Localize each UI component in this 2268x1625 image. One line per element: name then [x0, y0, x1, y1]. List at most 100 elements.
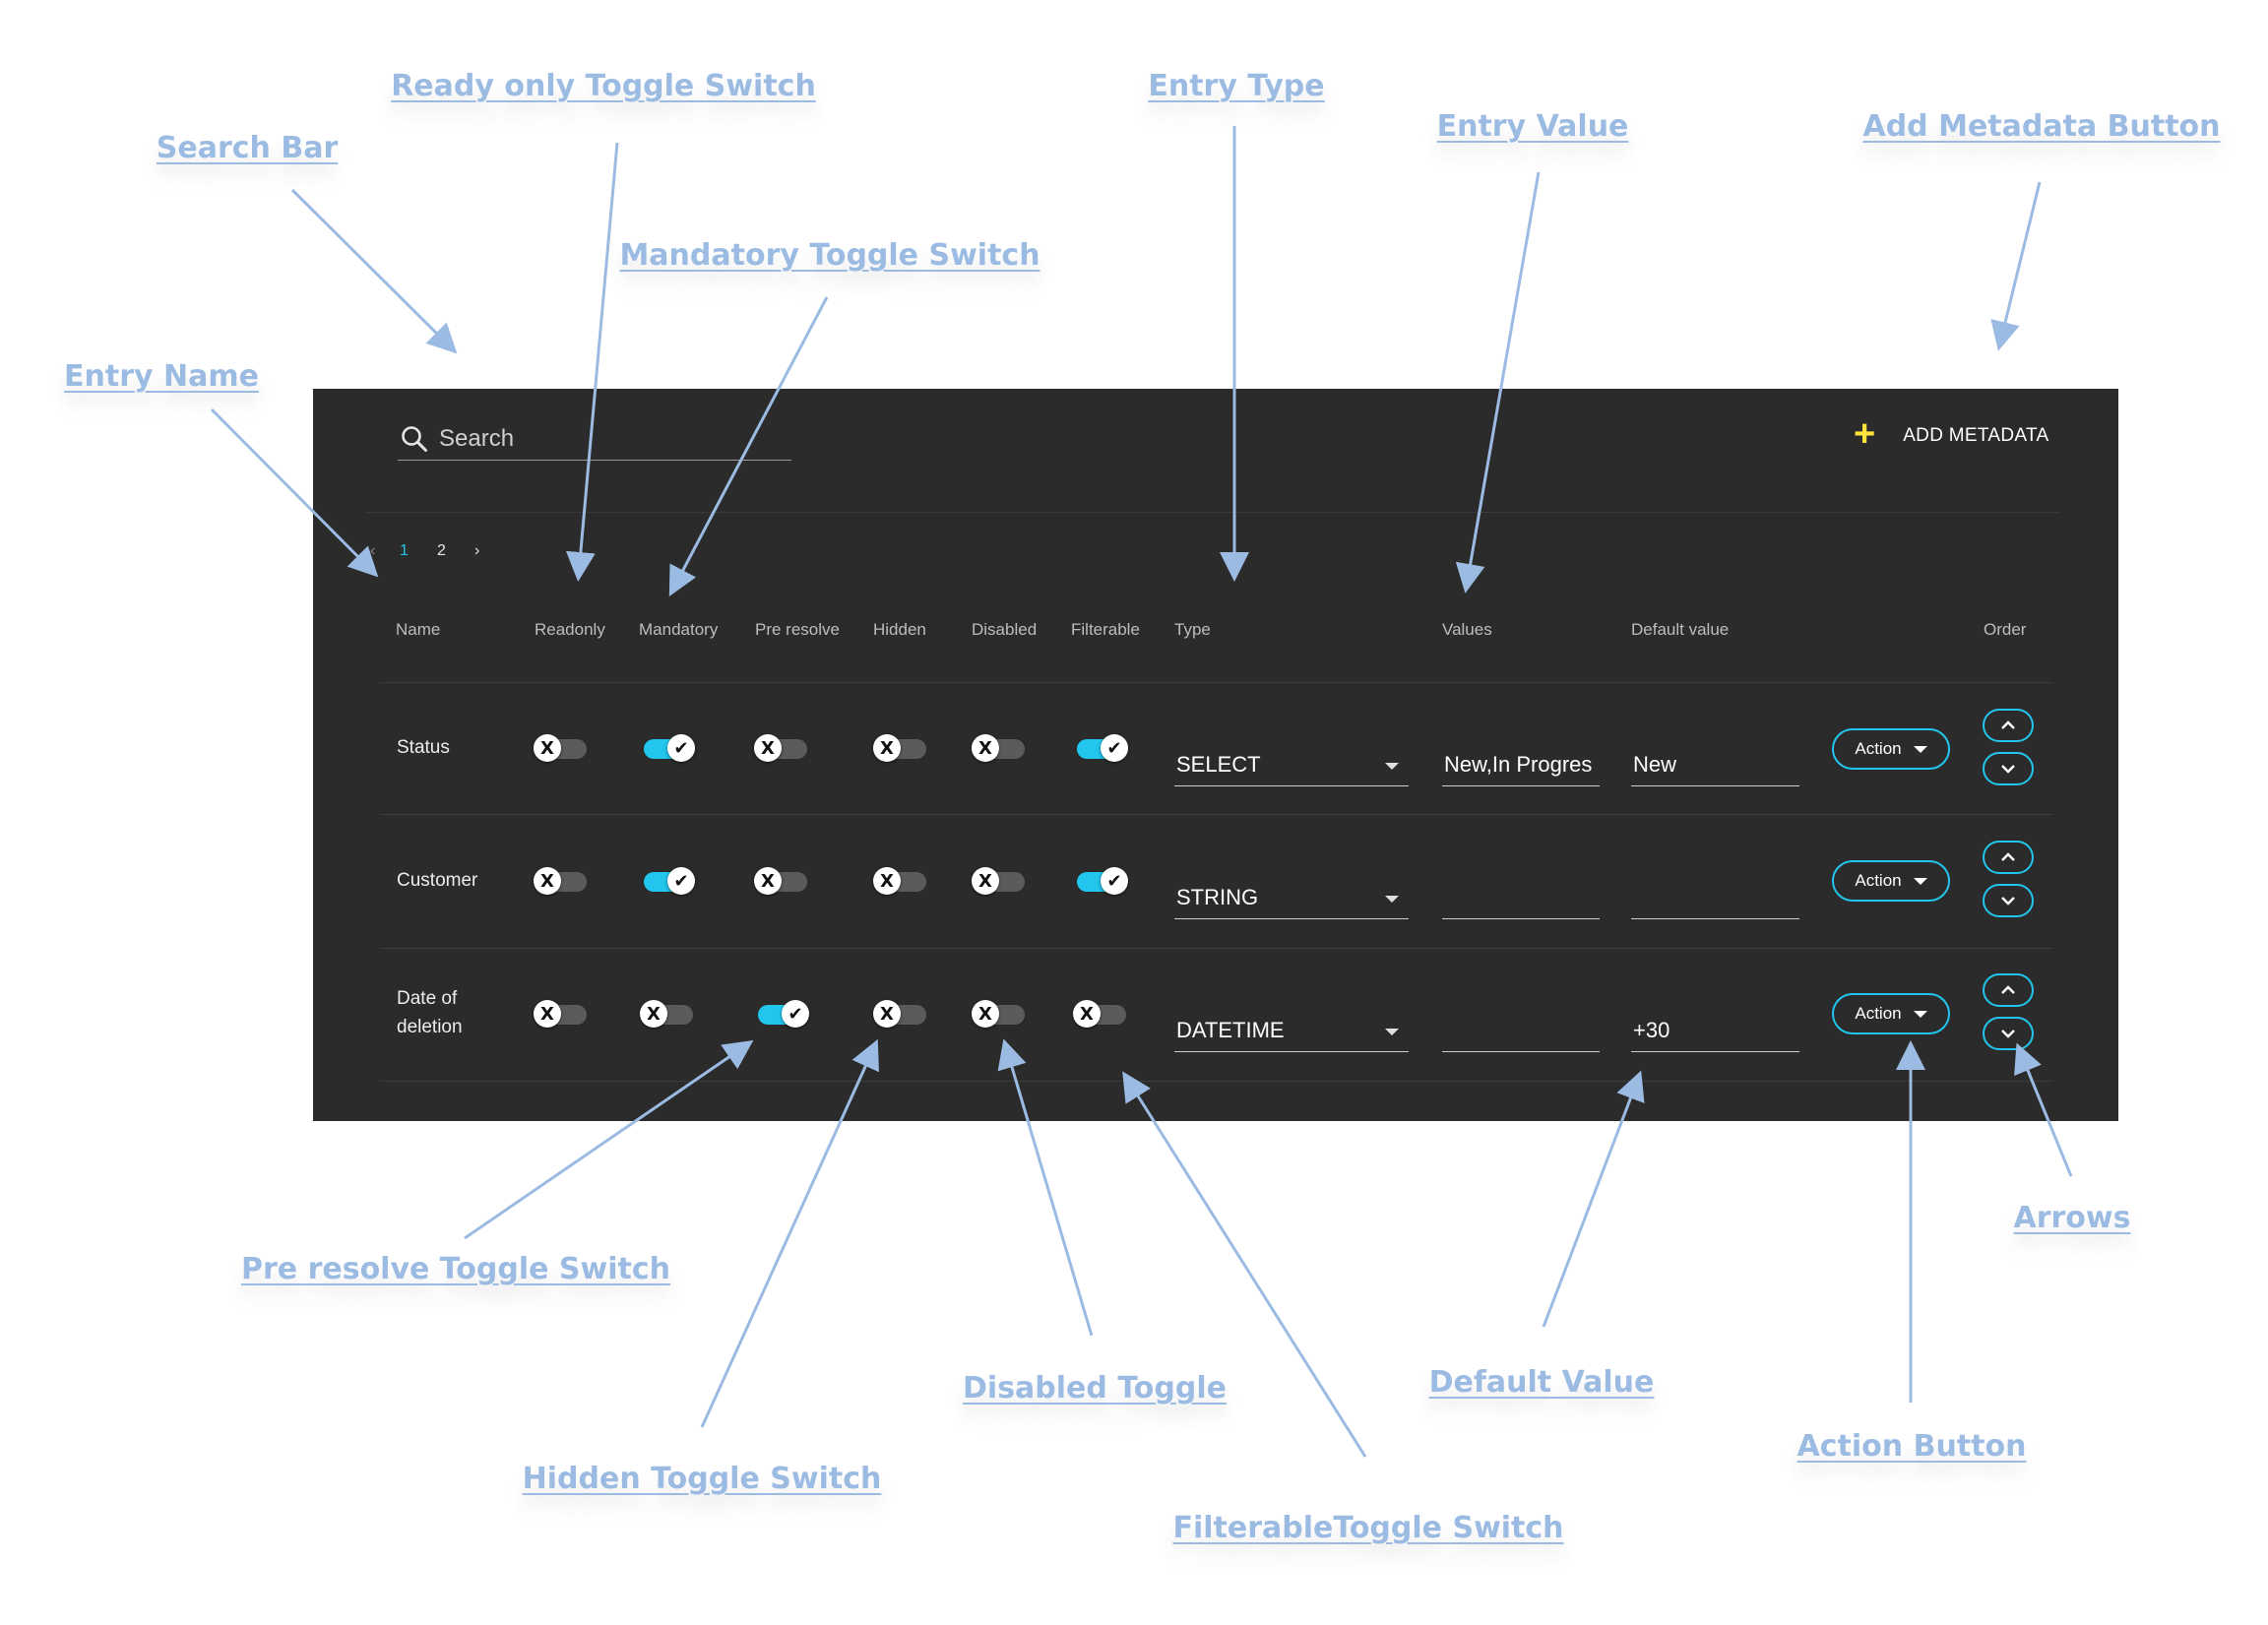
- column-header-disabled: Disabled: [972, 620, 1038, 639]
- add-metadata-button[interactable]: + ADD METADATA: [1854, 413, 2048, 456]
- search-bar-arrow: [290, 188, 458, 354]
- callout-entry-value: Entry Value: [1436, 109, 1629, 144]
- column-header-readonly: Readonly: [535, 620, 605, 639]
- hidden-toggle[interactable]: X: [873, 1000, 928, 1028]
- default-value-text: +30: [1633, 1018, 1670, 1042]
- callout-entry-type: Entry Type: [1148, 69, 1325, 103]
- entry-name-line: Date of: [397, 988, 458, 1009]
- search-bar[interactable]: Search: [398, 418, 791, 461]
- move-up-button[interactable]: [1983, 841, 2034, 874]
- entry-type-value: STRING: [1176, 885, 1259, 909]
- pre-resolve-toggle[interactable]: X: [754, 734, 809, 762]
- row-divider: [380, 682, 2053, 683]
- entry-type-select[interactable]: SELECT: [1174, 746, 1409, 786]
- check-icon: ✔: [1101, 734, 1128, 762]
- entry-name-line: Status: [397, 737, 450, 758]
- disabled-toggle[interactable]: X: [972, 1000, 1027, 1028]
- chevron-down-icon: [2001, 765, 2015, 774]
- divider: [366, 512, 2059, 513]
- entry-name: Status: [397, 733, 450, 762]
- pre-resolve-toggle[interactable]: ✔: [754, 1000, 809, 1028]
- hidden-toggle[interactable]: X: [873, 734, 928, 762]
- x-icon: X: [534, 734, 561, 762]
- mandatory-toggle[interactable]: ✔: [640, 867, 695, 895]
- callout-arrows: Arrows: [2013, 1201, 2131, 1235]
- mandatory-toggle[interactable]: X: [640, 1000, 695, 1028]
- mandatory-toggle[interactable]: ✔: [640, 734, 695, 762]
- x-icon: X: [534, 867, 561, 895]
- prev-page-button[interactable]: ‹: [370, 542, 376, 559]
- chevron-down-icon: [1385, 1029, 1399, 1035]
- entry-values-field[interactable]: [1442, 1012, 1600, 1052]
- default-value-field[interactable]: +30: [1631, 1012, 1799, 1052]
- action-button[interactable]: Action: [1832, 728, 1950, 770]
- chevron-up-icon: [2001, 985, 2015, 994]
- column-header-default-value: Default value: [1631, 620, 1730, 639]
- filterable-toggle[interactable]: X: [1073, 1000, 1128, 1028]
- x-icon: X: [640, 1000, 667, 1028]
- x-icon: X: [1073, 1000, 1101, 1028]
- action-label: Action: [1855, 871, 1902, 890]
- caret-down-icon: [1913, 1010, 1927, 1018]
- x-icon: X: [754, 734, 782, 762]
- entry-name-line: deletion: [397, 1017, 463, 1037]
- plus-icon: +: [1854, 413, 1876, 455]
- chevron-up-icon: [2001, 720, 2015, 729]
- chevron-down-icon: [1385, 896, 1399, 903]
- page-2-button[interactable]: 2: [437, 542, 446, 559]
- caret-down-icon: [1913, 745, 1927, 753]
- default-value-field[interactable]: [1631, 879, 1799, 919]
- action-label: Action: [1855, 739, 1902, 758]
- column-header-pre-resolve: Pre resolve: [755, 620, 840, 639]
- entry-type-value: DATETIME: [1176, 1018, 1285, 1042]
- row-divider: [380, 948, 2053, 949]
- filterable-toggle[interactable]: ✔: [1073, 867, 1128, 895]
- entry-values-text: New,In Progres: [1444, 752, 1593, 777]
- entry-type-select[interactable]: DATETIME: [1174, 1012, 1409, 1052]
- chevron-down-icon: [2001, 897, 2015, 906]
- entry-name: Date of deletion: [397, 984, 463, 1041]
- add-metadata-arrow: [1990, 181, 2042, 351]
- check-icon: ✔: [782, 1000, 809, 1028]
- x-icon: X: [534, 1000, 561, 1028]
- column-header-values: Values: [1442, 620, 1492, 639]
- check-icon: ✔: [1101, 867, 1128, 895]
- callout-default-value: Default Value: [1428, 1365, 1655, 1400]
- x-icon: X: [754, 867, 782, 895]
- callout-entry-name: Entry Name: [64, 359, 259, 394]
- readonly-toggle[interactable]: X: [534, 1000, 589, 1028]
- caret-down-icon: [1913, 877, 1927, 885]
- move-up-button[interactable]: [1983, 973, 2034, 1007]
- metadata-panel: Search + ADD METADATA ‹ 1 2 › Name Reado…: [313, 389, 2118, 1121]
- disabled-toggle[interactable]: X: [972, 734, 1027, 762]
- action-button[interactable]: Action: [1832, 860, 1950, 902]
- search-input[interactable]: Search: [439, 425, 515, 452]
- action-label: Action: [1855, 1004, 1902, 1023]
- entry-values-field[interactable]: New,In Progres: [1442, 746, 1600, 786]
- move-up-button[interactable]: [1983, 709, 2034, 742]
- next-page-button[interactable]: ›: [474, 542, 480, 559]
- callout-action-button: Action Button: [1796, 1429, 2027, 1464]
- move-down-button[interactable]: [1983, 752, 2034, 785]
- readonly-toggle[interactable]: X: [534, 734, 589, 762]
- page-1-button[interactable]: 1: [400, 542, 409, 559]
- entry-type-select[interactable]: STRING: [1174, 879, 1409, 919]
- readonly-toggle[interactable]: X: [534, 867, 589, 895]
- search-icon: [402, 426, 427, 452]
- disabled-toggle[interactable]: X: [972, 867, 1027, 895]
- filterable-toggle[interactable]: ✔: [1073, 734, 1128, 762]
- pre-resolve-toggle[interactable]: X: [754, 867, 809, 895]
- hidden-toggle[interactable]: X: [873, 867, 928, 895]
- row-divider: [380, 1081, 2053, 1082]
- move-down-button[interactable]: [1983, 884, 2034, 917]
- callout-add-metadata: Add Metadata Button: [1862, 109, 2221, 144]
- move-down-button[interactable]: [1983, 1017, 2034, 1050]
- entry-values-field[interactable]: [1442, 879, 1600, 919]
- chevron-down-icon: [2001, 1030, 2015, 1038]
- default-value-field[interactable]: New: [1631, 746, 1799, 786]
- row-divider: [380, 814, 2053, 815]
- check-icon: ✔: [667, 734, 695, 762]
- column-header-mandatory: Mandatory: [639, 620, 719, 639]
- column-header-name: Name: [396, 620, 441, 639]
- action-button[interactable]: Action: [1832, 993, 1950, 1034]
